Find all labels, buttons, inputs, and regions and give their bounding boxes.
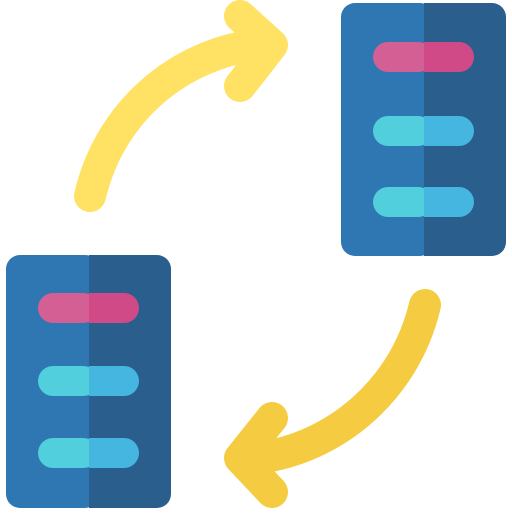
server-top-led-pink-right-fill <box>424 42 439 72</box>
arrow-bottom-curve <box>242 289 441 474</box>
server-bottom-led-cyan-2-left <box>38 438 98 468</box>
arrow-top-clockwise-icon <box>74 0 288 212</box>
server-bottom-led-cyan-1-left <box>38 366 98 396</box>
arrow-top-head <box>224 0 288 102</box>
server-top-led-cyan-1-left <box>373 116 433 146</box>
server-top-led-cyan-2-left <box>373 187 433 217</box>
server-bottom-led-cyan-2-right-fill <box>89 438 104 468</box>
server-top-led-pink-left <box>373 42 433 72</box>
arrow-bottom-head <box>224 402 288 508</box>
arrow-top-curve <box>74 29 271 212</box>
server-bottom-left <box>6 255 171 508</box>
server-bottom-led-pink-left <box>38 293 98 323</box>
server-top-led-cyan-2-right-fill <box>424 187 439 217</box>
server-top-led-cyan-1-right-fill <box>424 116 439 146</box>
server-top-right <box>341 3 506 256</box>
server-bottom-led-cyan-1-right-fill <box>89 366 104 396</box>
arrow-bottom-clockwise-icon <box>224 289 441 508</box>
server-bottom-led-pink-right-fill <box>89 293 104 323</box>
